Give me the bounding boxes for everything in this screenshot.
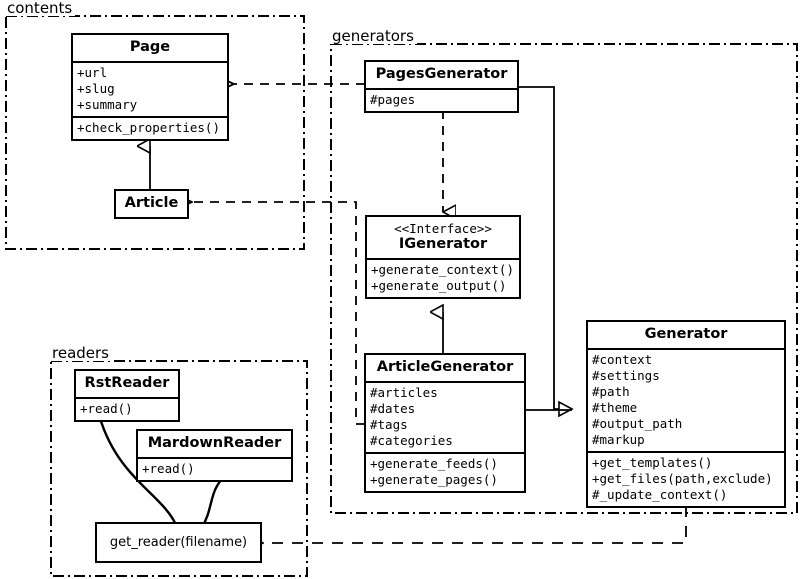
attribute-item: +slug	[77, 81, 115, 96]
class-name-igenerator: <<Interface>> IGenerator	[367, 217, 519, 258]
class-box-articlegenerator[interactable]: ArticleGenerator #articles #dates #tags …	[364, 353, 526, 493]
attribute-item: #output_path	[592, 416, 683, 431]
operation-item: +read()	[142, 461, 195, 476]
package-label-generators: generators	[329, 28, 417, 44]
class-operations-mardownreader: +read()	[138, 457, 291, 480]
class-name-pagesgenerator: PagesGenerator	[375, 66, 508, 82]
class-box-generator[interactable]: Generator #context #settings #path #them…	[586, 320, 786, 508]
class-box-igenerator[interactable]: <<Interface>> IGenerator +generate_conte…	[365, 215, 521, 299]
operation-item: +read()	[80, 401, 133, 416]
class-operations-igenerator: +generate_context() +generate_output()	[367, 258, 519, 297]
operation-item: #_update_context()	[592, 487, 728, 502]
operation-item: +generate_pages()	[370, 472, 498, 487]
class-operations-generator: +get_templates() +get_files(path,exclude…	[588, 451, 784, 506]
attribute-item: #tags	[370, 417, 408, 432]
function-box-get-reader[interactable]: get_reader(filename)	[95, 522, 262, 563]
attribute-item: +url	[77, 65, 108, 80]
attribute-item: #markup	[592, 432, 645, 447]
class-attributes-articlegenerator: #articles #dates #tags #categories	[366, 381, 524, 452]
attribute-item: #path	[592, 384, 630, 399]
function-label: get_reader(filename)	[109, 535, 248, 550]
class-operations-page: +check_properties()	[73, 116, 227, 139]
class-name-mardownreader: MardownReader	[147, 435, 282, 451]
class-box-rstreader[interactable]: RstReader +read()	[74, 369, 180, 422]
operation-item: +generate_feeds()	[370, 456, 498, 471]
package-label-readers: readers	[49, 345, 112, 361]
class-box-page[interactable]: Page +url +slug +summary +check_properti…	[71, 33, 229, 141]
class-box-mardownreader[interactable]: MardownReader +read()	[136, 429, 293, 482]
attribute-item: #pages	[370, 92, 416, 107]
package-label-contents: contents	[4, 0, 76, 16]
operation-item: +generate_output()	[371, 278, 507, 293]
class-box-pagesgenerator[interactable]: PagesGenerator #pages	[364, 60, 519, 113]
attribute-item: #settings	[592, 368, 660, 383]
attribute-item: #theme	[592, 400, 638, 415]
attribute-item: #articles	[370, 385, 438, 400]
class-name-text: IGenerator	[398, 236, 488, 252]
class-attributes-generator: #context #settings #path #theme #output_…	[588, 348, 784, 451]
class-name-rstreader: RstReader	[84, 375, 170, 391]
edge-generator-getreader	[263, 506, 687, 543]
class-name-article: Article	[124, 195, 179, 211]
edge-pagesgenerator-generator	[519, 86, 572, 409]
operation-item: +get_templates()	[592, 455, 713, 470]
class-box-article[interactable]: Article	[114, 189, 189, 219]
attribute-item: #dates	[370, 401, 416, 416]
operation-item: +get_files(path,exclude)	[592, 471, 773, 486]
edge-articlegenerator-article	[192, 202, 365, 425]
class-operations-rstreader: +read()	[76, 397, 178, 420]
class-name-page: Page	[129, 39, 171, 55]
attribute-item: +summary	[77, 97, 138, 112]
class-attributes-page: +url +slug +summary	[73, 61, 227, 116]
class-attributes-pagesgenerator: #pages	[366, 88, 517, 111]
class-operations-articlegenerator: +generate_feeds() +generate_pages()	[366, 452, 524, 491]
attribute-item: #categories	[370, 433, 453, 448]
class-name-articlegenerator: ArticleGenerator	[376, 359, 514, 375]
class-name-generator: Generator	[644, 326, 728, 342]
operation-item: +check_properties()	[77, 120, 220, 135]
class-stereotype-igenerator: <<Interface>>	[394, 221, 492, 236]
operation-item: +generate_context()	[371, 262, 514, 277]
attribute-item: #context	[592, 352, 653, 367]
